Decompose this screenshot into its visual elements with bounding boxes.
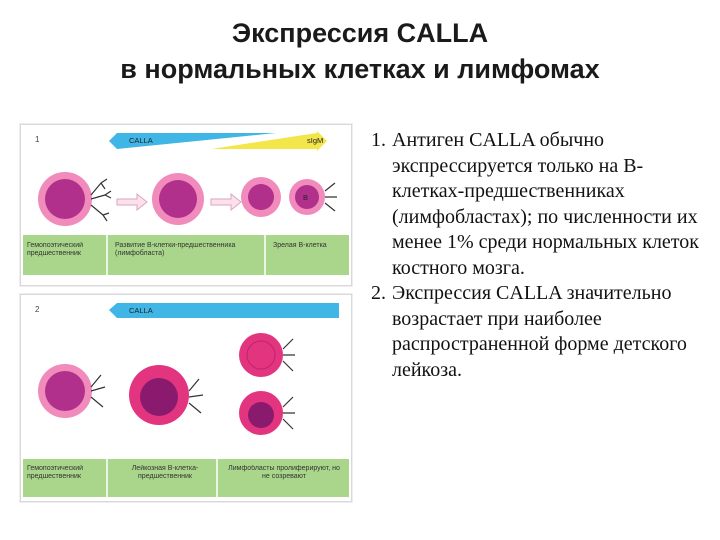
- caption-proliferating: Лимфобласты пролиферируют, но не созрева…: [228, 465, 340, 480]
- text-points: 1. Антиген CALLA обычно экспрессируется …: [352, 128, 712, 383]
- cell-precursor: [152, 173, 204, 225]
- calla-label: CALLA: [129, 306, 153, 315]
- cell-lymphoblast-bottom: [239, 391, 295, 435]
- cell-leukemic: [129, 365, 204, 425]
- arrow-2: [210, 192, 242, 212]
- calla-expression-bar: [117, 303, 339, 318]
- cell-mature-b: [289, 179, 337, 215]
- diagram-panel-1: 1: [20, 124, 352, 286]
- panel-2-figure: [23, 303, 349, 497]
- list-text: Антиген CALLA обычно экспрессируется тол…: [392, 129, 700, 279]
- arrow-1: [116, 192, 148, 212]
- sigm-arrow-tip: [317, 131, 327, 151]
- cell-stem: [38, 364, 106, 418]
- slide-title-line1: Экспрессия CALLA: [231, 18, 489, 48]
- panel-number: 1: [35, 135, 40, 144]
- cell-b-letter: B: [303, 193, 309, 202]
- list-text: Экспрессия CALLA значительно возрастает …: [392, 282, 687, 381]
- caption-stem: Гемопоэтический предшественник: [27, 242, 84, 257]
- calla-arrow-tip: [109, 303, 117, 318]
- caption-precursor: Развитие B-клетки-предшественника (лимфо…: [115, 242, 236, 257]
- caption-bar: [23, 235, 349, 275]
- panel-1-figure: [23, 131, 349, 275]
- caption-bar: [23, 459, 349, 497]
- caption-mature: Зрелая B-клетка: [273, 242, 327, 249]
- diagram-panel-2: 2 CALLA Гемопоэтический: [20, 294, 352, 502]
- calla-expression-bar: [117, 133, 276, 149]
- list-item: 2. Экспрессия CALLA значительно возраста…: [352, 281, 712, 383]
- list-number: 2.: [371, 282, 386, 304]
- panel-number: 2: [35, 305, 40, 314]
- slide-title-line2: в нормальных клетках и лимфомах: [120, 54, 600, 84]
- list-number: 1.: [371, 129, 386, 151]
- list-item: 1. Антиген CALLA обычно экспрессируется …: [352, 128, 712, 281]
- caption-stem: Гемопоэтический предшественник: [27, 465, 84, 480]
- cell-lymphoblast-top: [239, 333, 295, 377]
- calla-label: CALLA: [129, 136, 153, 145]
- caption-leukemic: Лейкозная B-клетка-предшественник: [131, 465, 199, 480]
- sigm-expression-bar: [211, 133, 317, 149]
- sigm-label: sIgM: [307, 136, 324, 145]
- cell-stem: [38, 172, 112, 226]
- cell-intermediate: [241, 177, 281, 217]
- calla-arrow-tip: [109, 133, 117, 149]
